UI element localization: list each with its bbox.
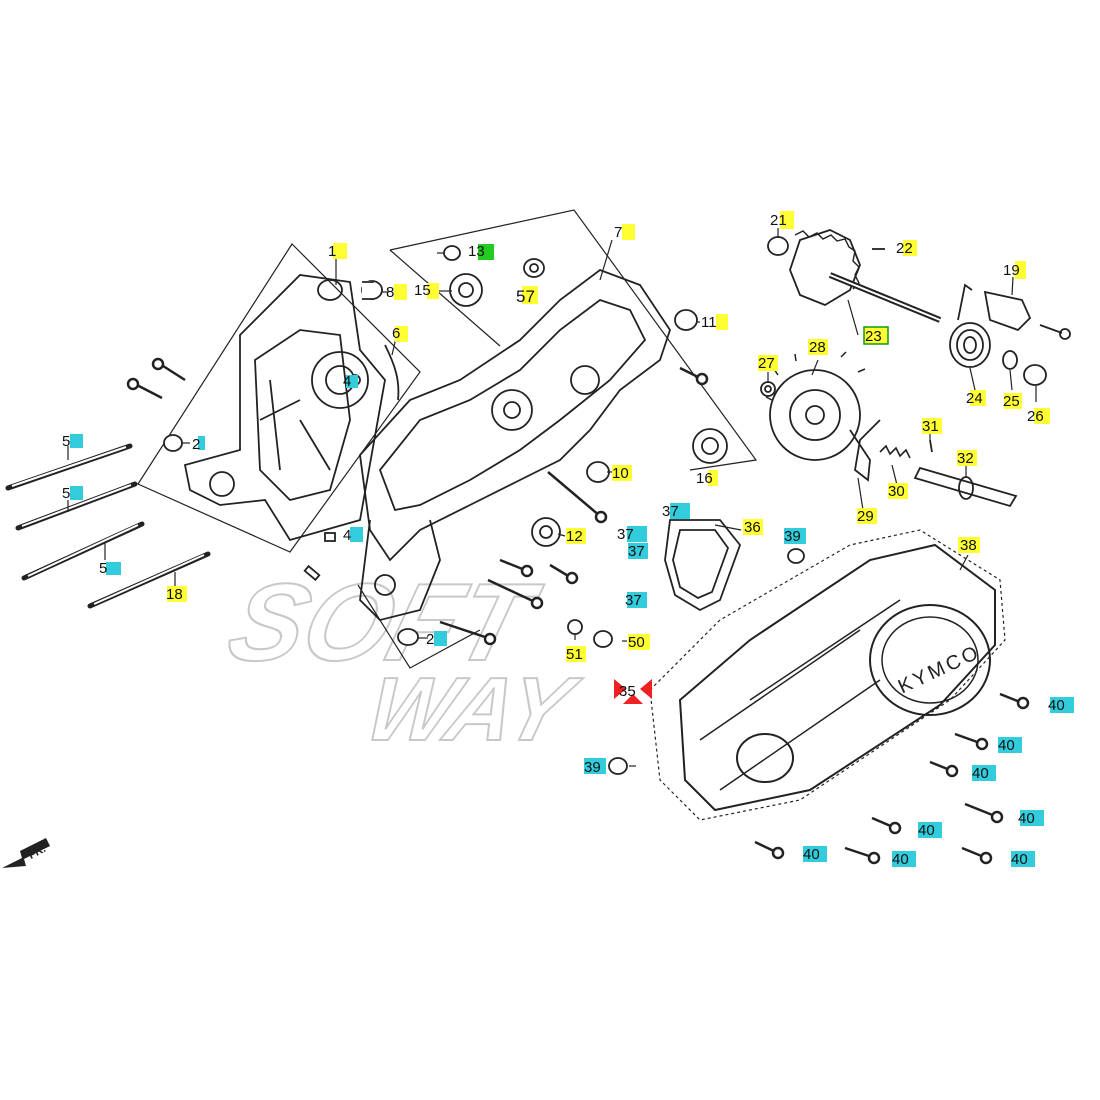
- callout-25: 25: [1003, 393, 1020, 410]
- small-parts: [163, 245, 805, 775]
- callout-6: 6: [392, 325, 400, 342]
- gaskets: [384, 344, 742, 612]
- callout-7: 7: [614, 224, 622, 241]
- callout-51: 51: [566, 646, 583, 663]
- watermark-line1: SOFT: [217, 561, 552, 684]
- red-marker: [614, 679, 652, 704]
- brand-logo: KYMCO: [895, 641, 984, 698]
- callout-57: 57: [516, 287, 535, 306]
- callout-28: 28: [809, 339, 826, 356]
- callout-37b: 37: [617, 526, 634, 543]
- callout-30: 30: [888, 483, 905, 500]
- callout-24: 24: [966, 390, 983, 407]
- callout-29: 29: [857, 508, 874, 525]
- callout-40g: 40: [892, 851, 909, 868]
- callout-2b: 2: [426, 631, 434, 648]
- callout-50: 50: [628, 634, 645, 651]
- callout-40a: 40: [1048, 697, 1065, 714]
- callout-39b: 39: [584, 759, 601, 776]
- callout-4b: 4: [343, 527, 351, 544]
- studs: [5, 443, 211, 609]
- callout-12: 12: [566, 528, 583, 545]
- callout-11: 11: [701, 314, 717, 331]
- arrow-left-icon: [2, 838, 50, 868]
- watermark-line2: WAY: [356, 659, 588, 759]
- callout-35: 35: [619, 683, 636, 700]
- callouts: 1 2 2 4 4 5 5 5 6 7 8 10 11 12 13 15 16 …: [62, 211, 1074, 868]
- callout-18: 18: [166, 586, 183, 603]
- callout-1: 1: [328, 243, 336, 260]
- callout-40c: 40: [972, 765, 989, 782]
- leader-lines: [67, 228, 1037, 767]
- bolts: [126, 357, 1030, 865]
- callout-37d: 37: [625, 592, 642, 609]
- callout-26: 26: [1027, 408, 1044, 425]
- callout-32: 32: [957, 450, 974, 467]
- callout-40e: 40: [918, 822, 935, 839]
- callout-5c: 5: [99, 560, 107, 577]
- callout-37a: 37: [662, 503, 679, 520]
- callout-31: 31: [922, 418, 939, 435]
- callout-5a: 5: [62, 433, 70, 450]
- callout-16: 16: [696, 470, 713, 487]
- callout-19: 19: [1003, 262, 1020, 279]
- group-outline-left: [137, 243, 421, 553]
- group-outline-right: [389, 209, 758, 471]
- direction-indicator: FR.: [2, 838, 50, 868]
- callout-4a: 4: [343, 373, 351, 390]
- callout-5b: 5: [62, 485, 70, 502]
- callout-2a: 2: [192, 436, 200, 453]
- callout-40f: 40: [803, 846, 820, 863]
- callout-23: 23: [865, 328, 882, 345]
- callout-39a: 39: [784, 528, 801, 545]
- callout-13: 13: [468, 243, 485, 260]
- callout-21: 21: [770, 212, 787, 229]
- callout-37c: 37: [628, 543, 645, 560]
- crankcase-right: [357, 209, 758, 669]
- callout-22: 22: [896, 240, 913, 257]
- stud-highlights: [11, 446, 205, 605]
- crankcase-left: [137, 243, 421, 553]
- callout-40h: 40: [1011, 851, 1028, 868]
- callout-38: 38: [960, 537, 977, 554]
- callout-27: 27: [758, 355, 775, 372]
- callout-10: 10: [612, 465, 629, 482]
- callout-40d: 40: [1018, 810, 1035, 827]
- callout-40b: 40: [998, 737, 1015, 754]
- callout-36: 36: [744, 519, 761, 536]
- watermark: SOFT WAY: [216, 560, 590, 761]
- callout-8: 8: [386, 284, 394, 301]
- callout-15: 15: [414, 282, 431, 299]
